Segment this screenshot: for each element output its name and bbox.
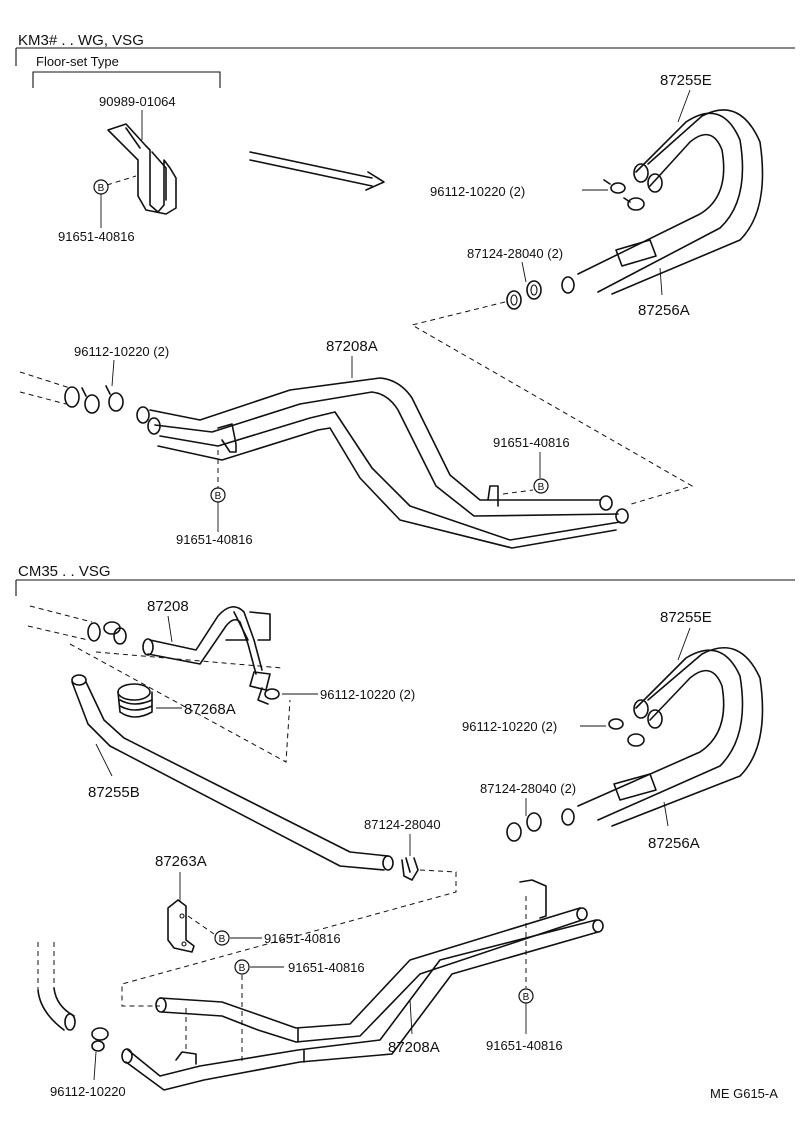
grommet-87268a [117,683,153,718]
label-91651-40816-1: 91651-40816 [264,931,341,946]
label-87263a: 87263A [155,853,207,870]
hose-clamp-left-icon [81,385,124,414]
hose-clamp-pair-icon [506,812,542,842]
hose-clamp-icon [91,1027,109,1052]
bolt-symbol-icon: B [234,959,250,975]
label-87208: 87208 [147,598,189,615]
pipe-87208 [142,606,271,691]
label-87208a-2: 87208A [388,1039,440,1056]
hose-clamp-icon [257,687,280,705]
label-91651-40816-bracket: 91651-40816 [58,229,135,244]
bolt-symbol-icon: B [214,930,230,946]
pipe-87208a [136,377,629,549]
label-87256a-2: 87256A [648,835,700,852]
hose-87255e [561,109,764,295]
drawing-code: ME G615-A [710,1086,778,1101]
svg-text:B: B [98,183,105,194]
bolt-symbol-icon: B [210,487,226,503]
label-87124-28040-2b: 87124-28040 (2) [480,781,576,796]
label-87255e-2: 87255E [660,609,712,626]
label-96112-10220-pipe: 96112-10220 (2) [320,687,415,702]
bracket-tab-right [519,879,547,919]
label-91651-40816-bottom: 91651-40816 [176,532,253,547]
direction-arrow-icon [249,151,385,191]
label-91651-40816-3: 91651-40816 [486,1038,563,1053]
label-96112-10220-bottom: 96112-10220 [50,1084,126,1099]
bolt-symbol-icon: B [533,478,549,494]
label-87124-28040: 87124-28040 [364,817,441,832]
hose-stub-upper-left [27,605,101,642]
hose-stub-left [19,371,80,408]
hose-clamp-icon [103,621,127,645]
section-subtitle-floor-set: Floor-set Type [36,54,119,69]
label-87255e: 87255E [660,72,712,89]
label-96112-10220-left: 96112-10220 (2) [74,344,169,359]
bracket-87263a [167,899,195,953]
hose-87255b [71,674,394,871]
svg-text:B: B [219,934,226,945]
label-90989-01064: 90989-01064 [99,94,176,109]
pipe-87208a-2 [121,907,604,1091]
label-87256a: 87256A [638,302,690,319]
label-87208a: 87208A [326,338,378,355]
hose-stub-lower-left [37,942,76,1031]
svg-text:B: B [538,482,545,493]
label-87255b: 87255B [88,784,140,801]
bracket-90989 [107,123,177,215]
hose-clamp-icon [608,718,645,747]
hose-clip-icon [401,857,419,881]
label-96112-10220-e: 96112-10220 (2) [430,184,525,199]
section-km3: KM3# . . WG, VSG Floor-set Type 90989-01… [15,32,795,549]
label-96112-10220-e2: 96112-10220 (2) [462,719,557,734]
section-title-km3: KM3# . . WG, VSG [18,32,144,49]
hose-87255e-2 [561,646,764,827]
bracket-tab [487,485,499,507]
svg-text:B: B [215,491,222,502]
label-91651-40816-right: 91651-40816 [493,435,570,450]
label-87124-28040-2: 87124-28040 (2) [467,246,563,261]
section-title-cm35: CM35 . . VSG [18,563,111,580]
label-87268a: 87268A [184,701,236,718]
svg-text:B: B [523,992,530,1003]
bolt-symbol-icon: B [518,988,534,1004]
hose-clamp-pair-icon [506,280,542,310]
svg-text:B: B [239,963,246,974]
hose-clamp-icon [603,179,645,211]
label-91651-40816-2: 91651-40816 [288,960,365,975]
section-cm35: CM35 . . VSG 87208 96112-1022 [15,563,795,1101]
bolt-symbol-icon: B [93,179,109,195]
subtitle-bracket [32,71,221,88]
